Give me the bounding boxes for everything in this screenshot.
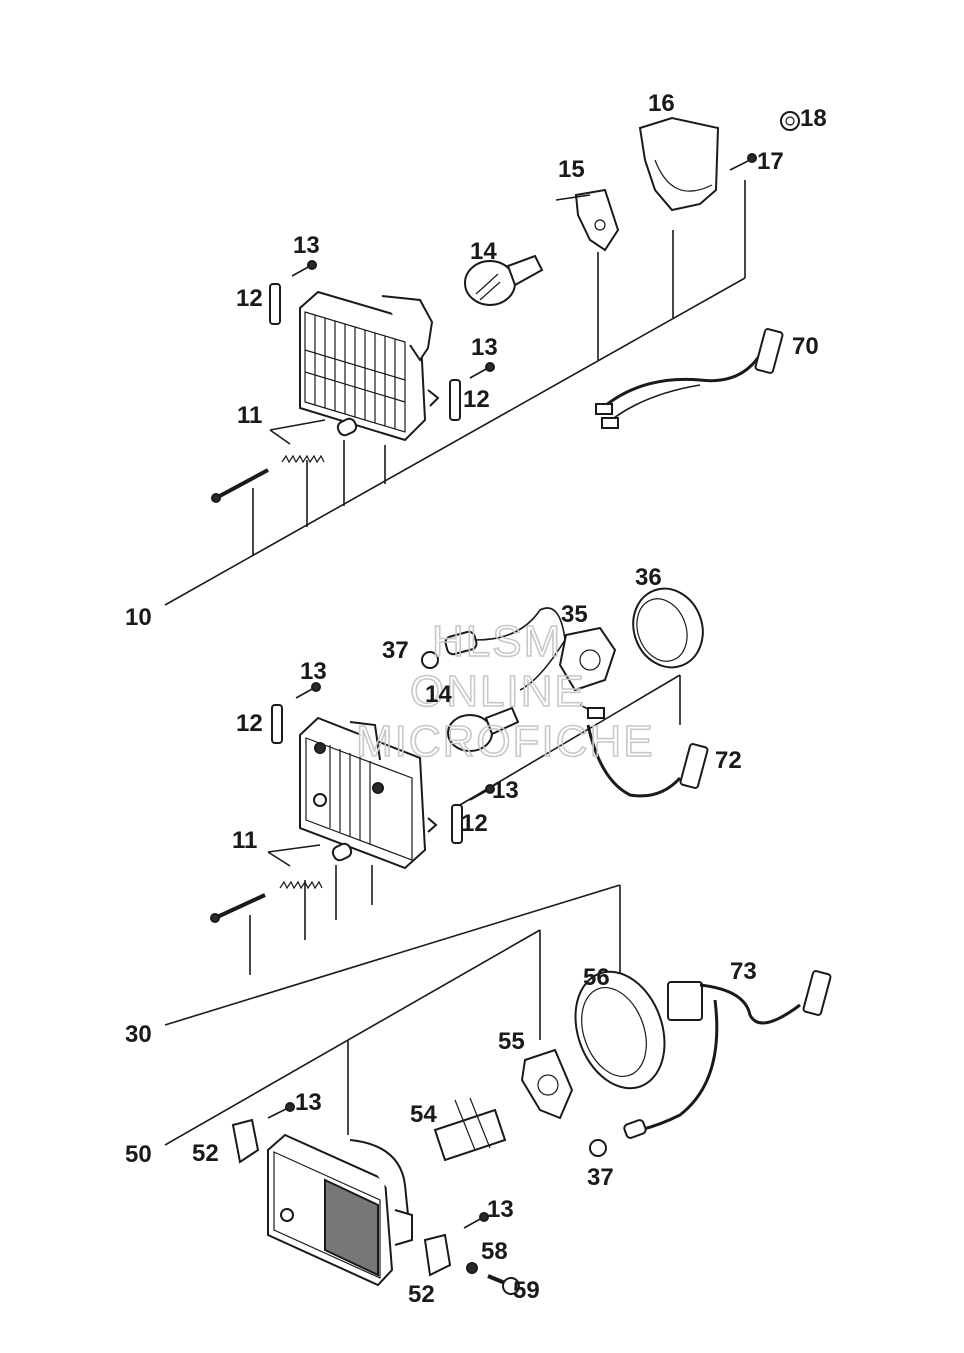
callout-12: 12	[461, 810, 488, 837]
callout-14: 14	[425, 681, 452, 708]
callout-35: 35	[561, 601, 588, 628]
assembly-30	[164, 587, 709, 1026]
callout-55: 55	[498, 1028, 525, 1055]
callout-18: 18	[800, 105, 827, 132]
wiring-harness-part	[579, 704, 709, 798]
bracket-part	[451, 804, 463, 844]
callout-12: 12	[463, 386, 490, 413]
lead-wire	[475, 607, 566, 691]
callout-52: 52	[408, 1281, 435, 1308]
halogen-bulb-part	[433, 1097, 507, 1162]
assembly-50	[164, 929, 832, 1295]
spring-part	[281, 454, 325, 464]
callout-52: 52	[192, 1140, 219, 1167]
callout-30: 30	[125, 1021, 152, 1048]
callout-58: 58	[481, 1238, 508, 1265]
callout-72: 72	[715, 747, 742, 774]
small-bulb-part	[421, 630, 478, 669]
small-bulb-part	[589, 1139, 607, 1157]
callout-17: 17	[757, 148, 784, 175]
callout-11: 11	[232, 827, 257, 854]
svg-text:HLSM: HLSM	[432, 617, 562, 666]
cover-cap-part	[638, 116, 720, 212]
headlight-housing	[299, 290, 440, 442]
screw-part	[267, 1102, 295, 1119]
screw-part	[729, 153, 757, 171]
retaining-ring-part	[632, 587, 704, 669]
bulb-part	[464, 254, 544, 306]
screw-part	[463, 1212, 489, 1229]
callout-14: 14	[470, 238, 497, 265]
bracket-part	[269, 283, 281, 325]
spring-part	[279, 880, 323, 890]
assembly-10	[164, 111, 800, 606]
callout-59: 59	[513, 1277, 540, 1304]
callout-10: 10	[125, 604, 152, 631]
callout-37: 37	[587, 1164, 614, 1191]
callout-13: 13	[293, 232, 320, 259]
callout-12: 12	[236, 710, 263, 737]
callout-13: 13	[300, 658, 327, 685]
bulb-part	[447, 706, 520, 752]
bracket-part	[423, 1233, 452, 1277]
bolt-part	[487, 1274, 520, 1295]
svg-text:MICROFICHE: MICROFICHE	[356, 717, 655, 766]
nut-part	[466, 1262, 478, 1274]
callout-73: 73	[730, 958, 757, 985]
screw-part	[291, 260, 317, 277]
wiring-harness-part	[595, 328, 784, 429]
callout-56: 56	[583, 964, 610, 991]
nut-part	[331, 842, 353, 862]
bulb-holder-part	[558, 626, 617, 692]
callout-11: 11	[237, 402, 262, 429]
screw-part	[469, 784, 495, 801]
bracket-part	[231, 1118, 260, 1164]
grommet-part	[780, 111, 800, 131]
screw-part	[469, 362, 495, 379]
callout-37: 37	[382, 637, 409, 664]
callout-16: 16	[648, 90, 675, 117]
callout-13: 13	[487, 1196, 514, 1223]
bracket-plate-part	[555, 188, 620, 252]
adjuster-screw-part	[210, 893, 266, 923]
callout-13: 13	[471, 334, 498, 361]
reflector-ring-part	[574, 970, 666, 1090]
headlight-housing	[299, 716, 438, 870]
callout-13: 13	[492, 777, 519, 804]
callout-labels: 10 11 12 13 14 15 16 17 18 13 12 70 36 3…	[125, 90, 827, 1308]
callout-54: 54	[410, 1101, 437, 1128]
bracket-part	[449, 379, 461, 421]
bulb-holder-part	[520, 1048, 574, 1120]
wiring-harness-part	[623, 970, 832, 1139]
callout-50: 50	[125, 1141, 152, 1168]
svg-text:ONLINE: ONLINE	[410, 667, 586, 716]
callout-13: 13	[295, 1089, 322, 1116]
bracket-part	[271, 704, 283, 744]
adjuster-screw-part	[211, 468, 269, 503]
watermark: HLSM ONLINE MICROFICHE	[355, 616, 655, 767]
callout-12: 12	[236, 285, 263, 312]
nut-part	[336, 417, 358, 437]
callout-15: 15	[558, 156, 585, 183]
callout-70: 70	[792, 333, 819, 360]
screw-part	[295, 682, 321, 699]
callout-36: 36	[635, 564, 662, 591]
headlight-housing	[267, 1133, 413, 1287]
